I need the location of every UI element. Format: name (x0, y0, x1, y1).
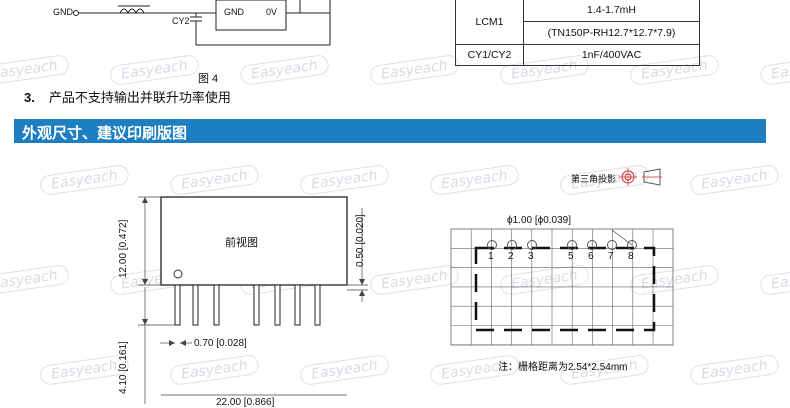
note-number: 3. (24, 90, 35, 105)
table-cell: 1.4-1.7mH (523, 0, 700, 22)
pin-width-dimension: 0.70 [0.028] (194, 338, 247, 349)
pin-number: 1 (488, 251, 494, 262)
table-cell: CY1/CY2 (455, 44, 524, 66)
pin-hole (607, 240, 617, 250)
circuit-diagram-fragment (73, 0, 331, 46)
third-angle-projection-icon (619, 168, 662, 186)
pin-offset-dimension: 0.50 [0.020] (355, 214, 366, 267)
note-3: 3. 产品不支持输出并联升功率使用 (24, 87, 231, 106)
table-row: CY1/CY2 1nF/400VAC (455, 44, 700, 66)
watermark-logo: Easyeach (759, 263, 790, 297)
ic-gnd-label: GND (224, 7, 244, 17)
height-dimension: 12.00 [0.472] (118, 219, 129, 278)
section-banner: 外观尺寸、建议印刷版图 (14, 119, 766, 143)
ic-0v-label: 0V (266, 7, 278, 17)
table-row: (TN150P-RH12.7*12.7*7.9) (456, 21, 700, 45)
watermark-logo: Easyeach (689, 353, 780, 387)
table-row: LCM1 1.4-1.7mH (455, 0, 700, 45)
pin-hole (507, 240, 517, 250)
pin-hole (567, 240, 577, 250)
figure-caption: 图 4 (198, 73, 219, 85)
pin-number: 8 (628, 251, 634, 262)
table-cell: 1nF/400VAC (523, 44, 700, 66)
watermark-logo: Easyeach (0, 263, 70, 297)
table-cell: (TN150P-RH12.7*12.7*7.9) (523, 21, 700, 45)
note-text: 产品不支持输出并联升功率使用 (48, 90, 231, 105)
pin-length-dimension: 4.10 [0.161] (118, 341, 129, 394)
pin-hole (627, 240, 637, 250)
section-title: 外观尺寸、建议印刷版图 (22, 125, 188, 142)
watermark-logo: Easyeach (429, 163, 520, 197)
pin-hole (527, 240, 537, 250)
pin-number: 6 (588, 251, 594, 262)
pin-number: 2 (508, 251, 514, 262)
watermark-logo: Easyeach (759, 53, 790, 87)
pcb-layout-grid (450, 228, 674, 346)
gnd-label: GND (53, 7, 73, 17)
cy2-label: CY2 (172, 16, 190, 26)
front-view-drawing (138, 196, 368, 404)
component-spec-table: LCM1 1.4-1.7mH (TN150P-RH12.7*12.7*7.9) … (455, 0, 700, 66)
projection-label: 第三角投影 (571, 174, 617, 184)
hole-dimension: ϕ1.00 [ϕ0.039] (507, 215, 572, 226)
pin-hole (587, 240, 597, 250)
pin-number: 3 (528, 251, 534, 262)
watermark-logo: Easyeach (689, 163, 780, 197)
table-cell: LCM1 (455, 0, 524, 45)
pin-hole (487, 240, 497, 250)
pin-number: 5 (568, 251, 574, 262)
pin-number: 7 (608, 251, 614, 262)
front-view-label: 前视图 (225, 237, 258, 249)
width-dimension: 22.00 [0.866] (216, 397, 275, 408)
grid-note: 注：栅格距离为2.54*2.54mm (498, 362, 628, 373)
